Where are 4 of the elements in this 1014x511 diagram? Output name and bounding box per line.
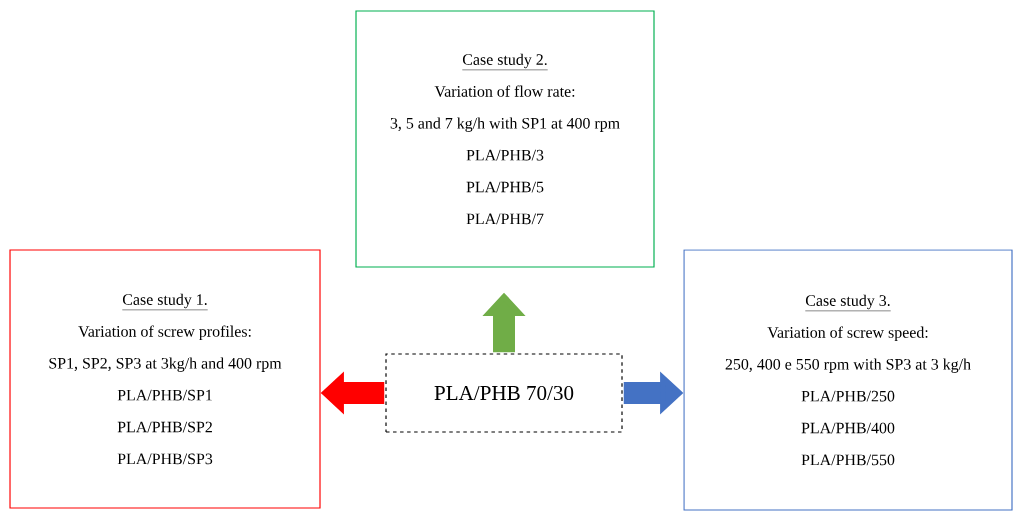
material-box: PLA/PHB 70/30	[385, 353, 623, 433]
case-study-box: Case study 3. Variation of screw speed: 250, 400 e 550 rpm with SP3 at 3 kg/h PLA/PHB/250 PLA/PHB/400 PLA/PHB/550	[683, 249, 1013, 511]
case-study-box: Case study 1. Variation of screw profiles: SP1, SP2, SP3 at 3kg/h and 400 rpm PLA/PHB/SP1 PLA/PHB/SP2 PLA/PHB/SP3	[9, 249, 321, 509]
case-study-box: Case study 2. Variation of flow rate: 3, 5 and 7 kg/h with SP1 at 400 rpm PLA/PHB/3 PLA/PHB/5 PLA/PHB/7	[355, 10, 655, 268]
